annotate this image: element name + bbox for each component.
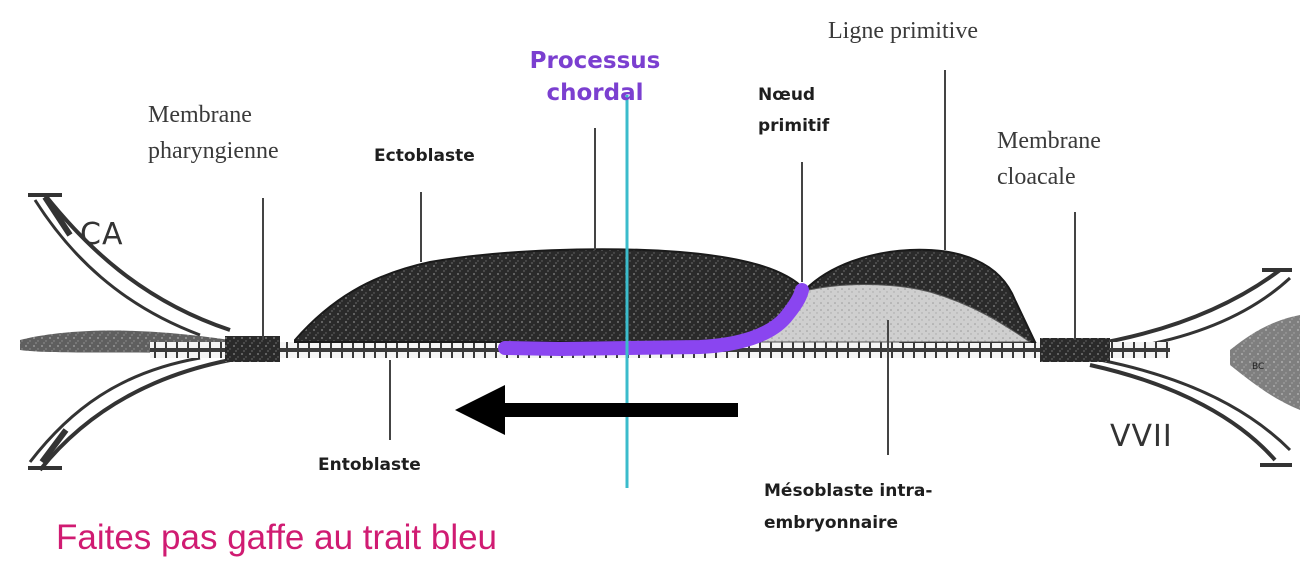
label-mesoblaste-intra-embryonnaire: Mésoblaste intra- embryonnaire: [764, 482, 932, 533]
label-noeud-primitif: Nœud primitif: [758, 86, 829, 136]
label-line: Nœud: [758, 86, 829, 106]
arrow-head: [455, 385, 505, 435]
note-blue-line: Faites pas gaffe au trait bleu: [56, 518, 497, 558]
label-line: Membrane: [997, 128, 1101, 156]
label-processus-chordal: Processus chordal: [515, 48, 675, 107]
label-entoblaste: Entoblaste: [318, 456, 421, 476]
label-membrane-cloacale: Membrane cloacale: [997, 128, 1101, 191]
label-line: Membrane: [148, 102, 279, 130]
label-line: cloacale: [997, 164, 1101, 192]
pharyngeal-membrane-block: [225, 336, 280, 362]
label-line: chordal: [515, 80, 675, 106]
label-line: embryonnaire: [764, 514, 932, 534]
label-line: pharyngienne: [148, 138, 279, 166]
label-line: primitif: [758, 117, 829, 137]
label-bc: BC: [1252, 362, 1264, 372]
left-extra-embryonic-membranes: [20, 195, 230, 470]
label-vvii: VVII: [1110, 420, 1173, 455]
label-ectoblaste: Ectoblaste: [374, 147, 475, 167]
cloacal-membrane-block: [1040, 338, 1110, 362]
label-ligne-primitive: Ligne primitive: [828, 18, 978, 46]
label-line: Processus: [515, 48, 675, 74]
label-line: Mésoblaste intra-: [764, 482, 932, 502]
label-ca: CA: [80, 218, 123, 253]
label-membrane-pharyngienne: Membrane pharyngienne: [148, 102, 279, 165]
ectoblast-mass: [295, 249, 805, 342]
